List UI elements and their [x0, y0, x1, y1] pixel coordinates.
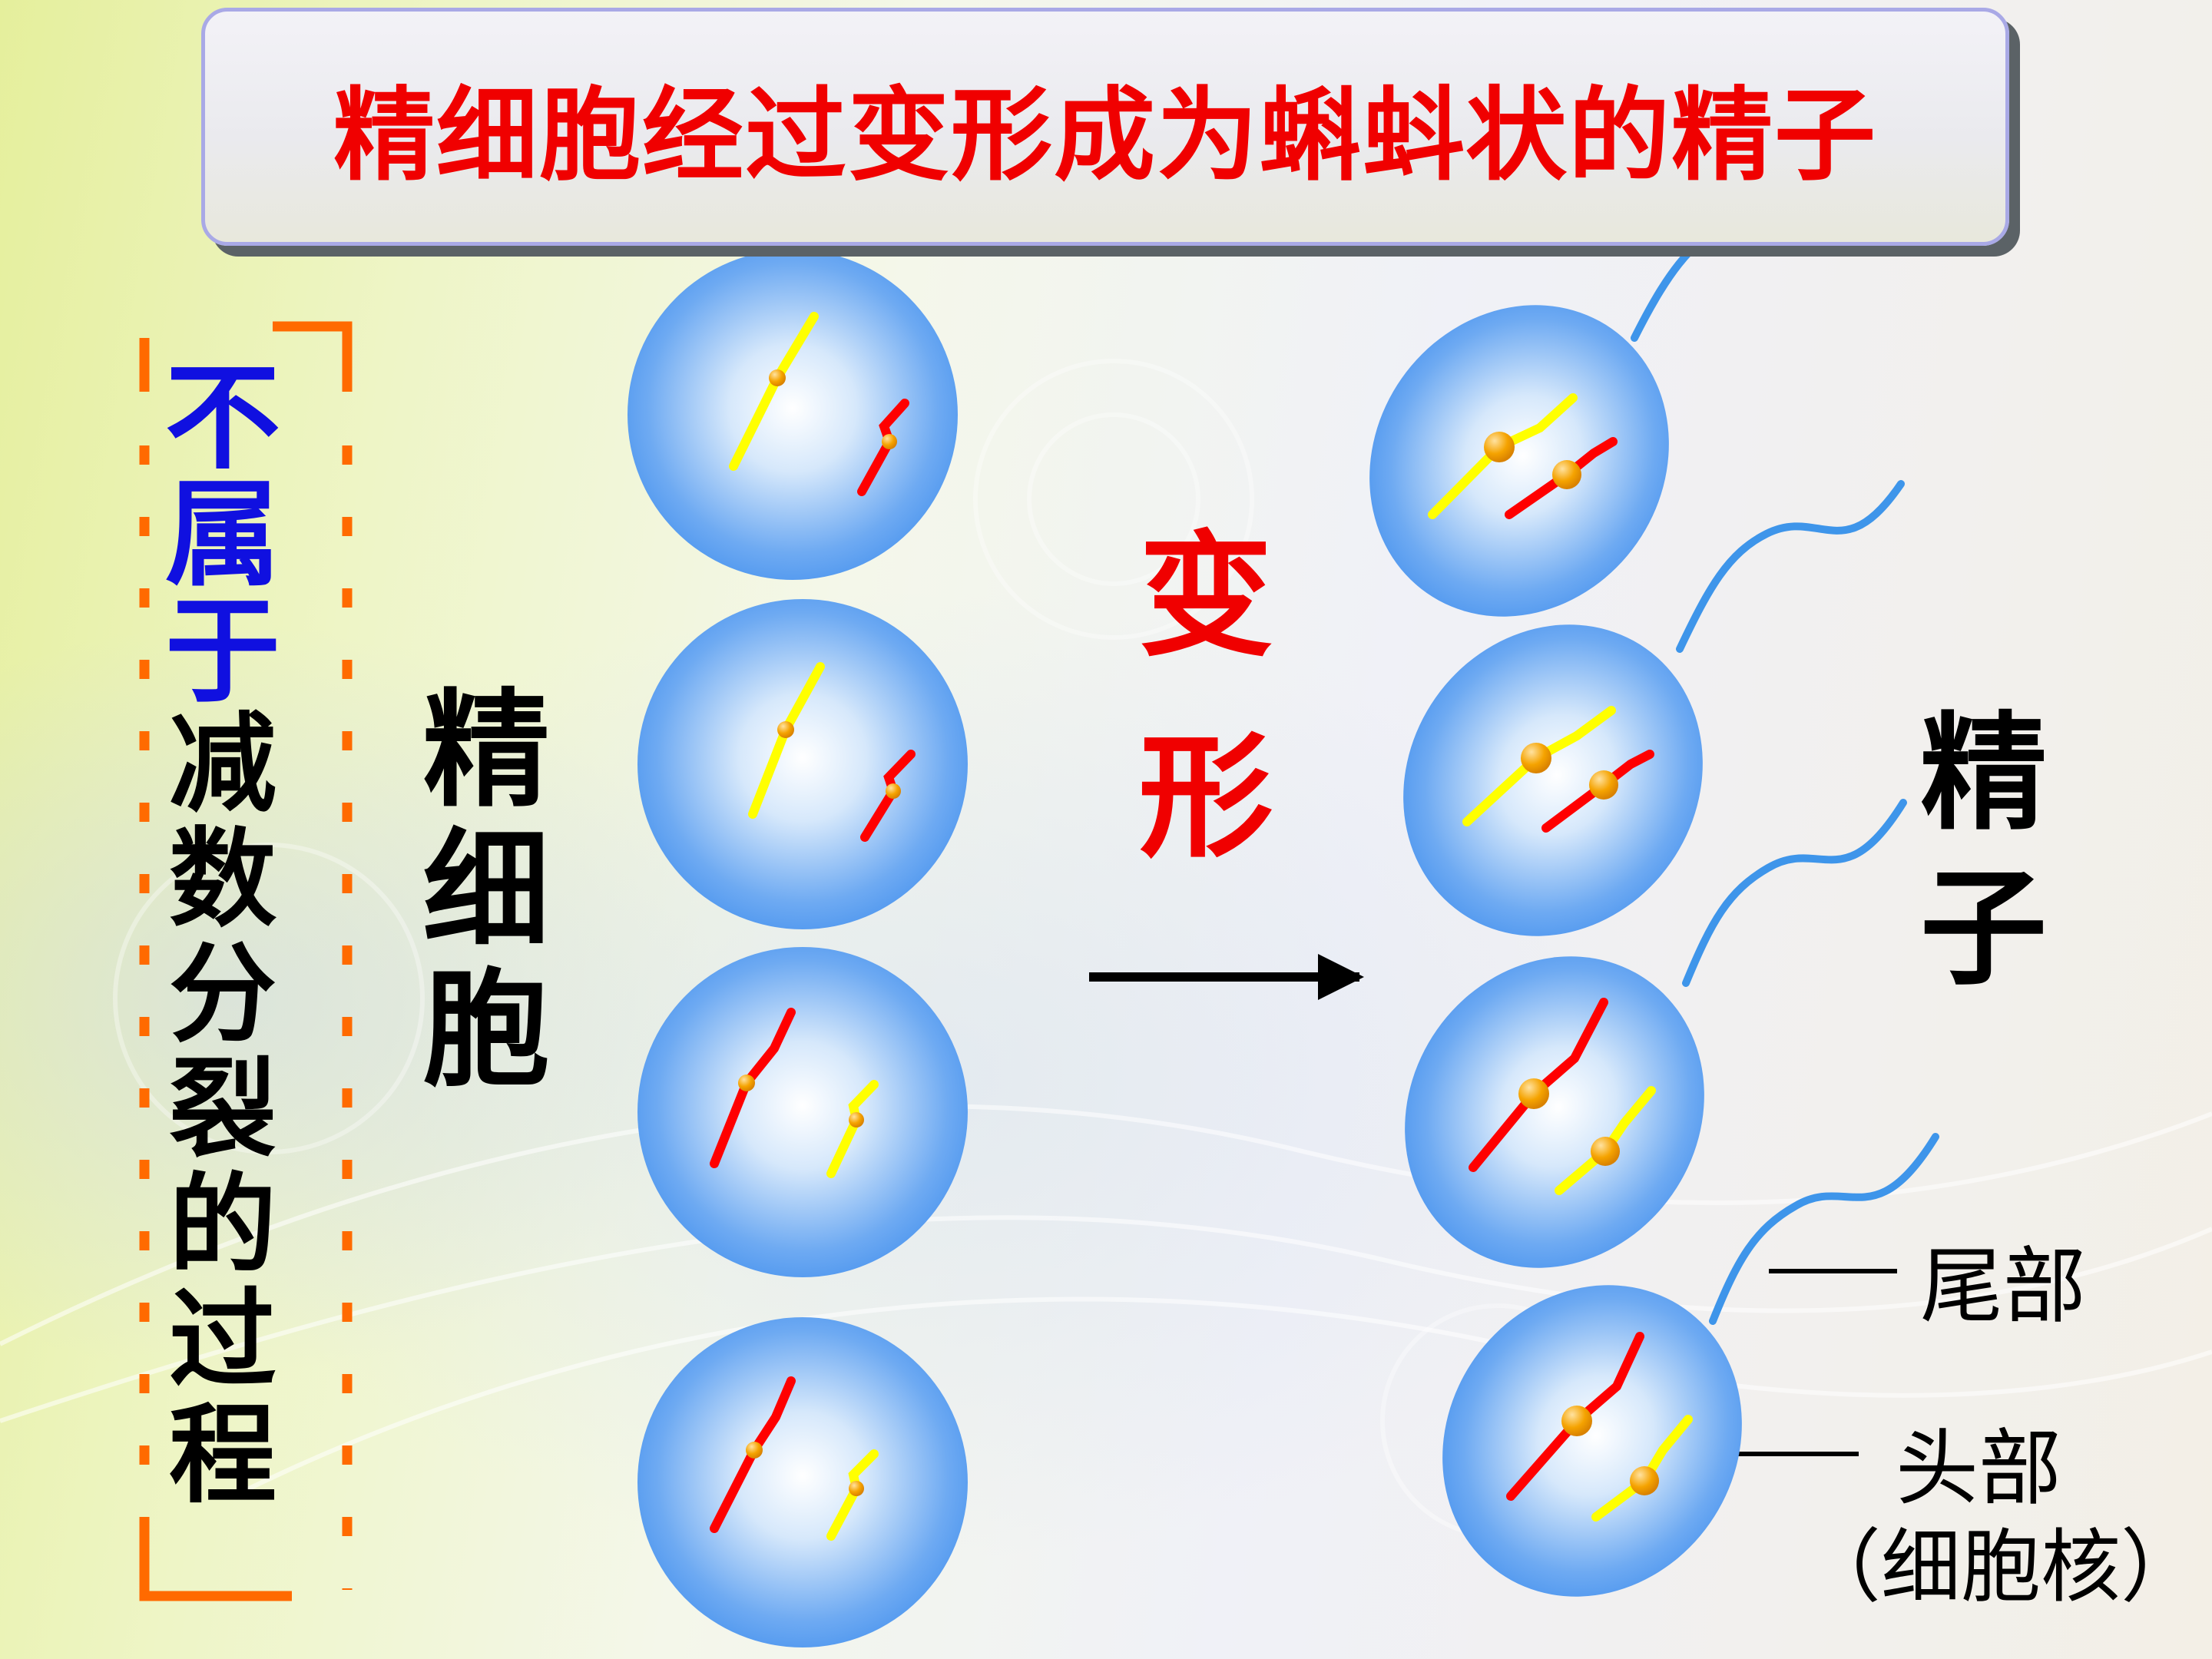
side-note-char-0: 不 [165, 352, 281, 485]
lbl-transform-char-1: 形 [1138, 720, 1273, 876]
sperm-1 [1369, 169, 1866, 617]
head-label: 头部 [1896, 1421, 2062, 1517]
side-note-char-2: 于 [165, 585, 281, 719]
side-note-char-6: 程 [168, 1393, 276, 1518]
side-bracket [139, 321, 353, 1601]
lbl-sperm-char-0: 精 [1920, 700, 2047, 847]
background-swirls [0, 359, 2212, 1538]
nucleus-label: （细胞核） [1801, 1520, 2201, 1614]
lbl-spermatid-char-0: 精 [422, 677, 550, 824]
transform-label: 变形 [1133, 530, 1279, 932]
side-note-char-3: 裂 [168, 1048, 276, 1173]
side-note-char-1: 数 [168, 817, 276, 942]
spermatid-3 [637, 947, 968, 1277]
spermatid-label: 精细胞 [421, 687, 551, 1107]
side-note-char-2: 分 [168, 932, 276, 1058]
side-note-char-0: 减 [168, 702, 276, 827]
sperm-2 [1403, 480, 1905, 936]
lbl-spermatid-char-2: 胞 [422, 956, 550, 1104]
side-note-char-5: 过 [168, 1278, 276, 1403]
sperm-4 [1442, 1133, 1939, 1597]
spermatid-2 [637, 599, 968, 929]
sperm-label: 精子 [1916, 710, 2051, 1021]
spermatid-4 [637, 1317, 968, 1647]
tail-label: 尾部 [1920, 1239, 2087, 1335]
lbl-spermatid-char-1: 细 [422, 816, 550, 964]
spermatid-1 [628, 250, 958, 580]
side-note-char-1: 属 [165, 469, 281, 602]
lbl-transform-char-0: 变 [1138, 519, 1273, 675]
lbl-sperm-char-1: 子 [1920, 855, 2047, 1002]
side-note: 不属于减数分裂的过程 [165, 361, 280, 1518]
sperm-3 [1405, 799, 1907, 1268]
title-box: 精细胞经过变形成为蝌蚪状的精子 [201, 8, 2009, 246]
page-title: 精细胞经过变形成为蝌蚪状的精子 [333, 76, 1877, 195]
side-note-char-4: 的 [168, 1163, 276, 1288]
